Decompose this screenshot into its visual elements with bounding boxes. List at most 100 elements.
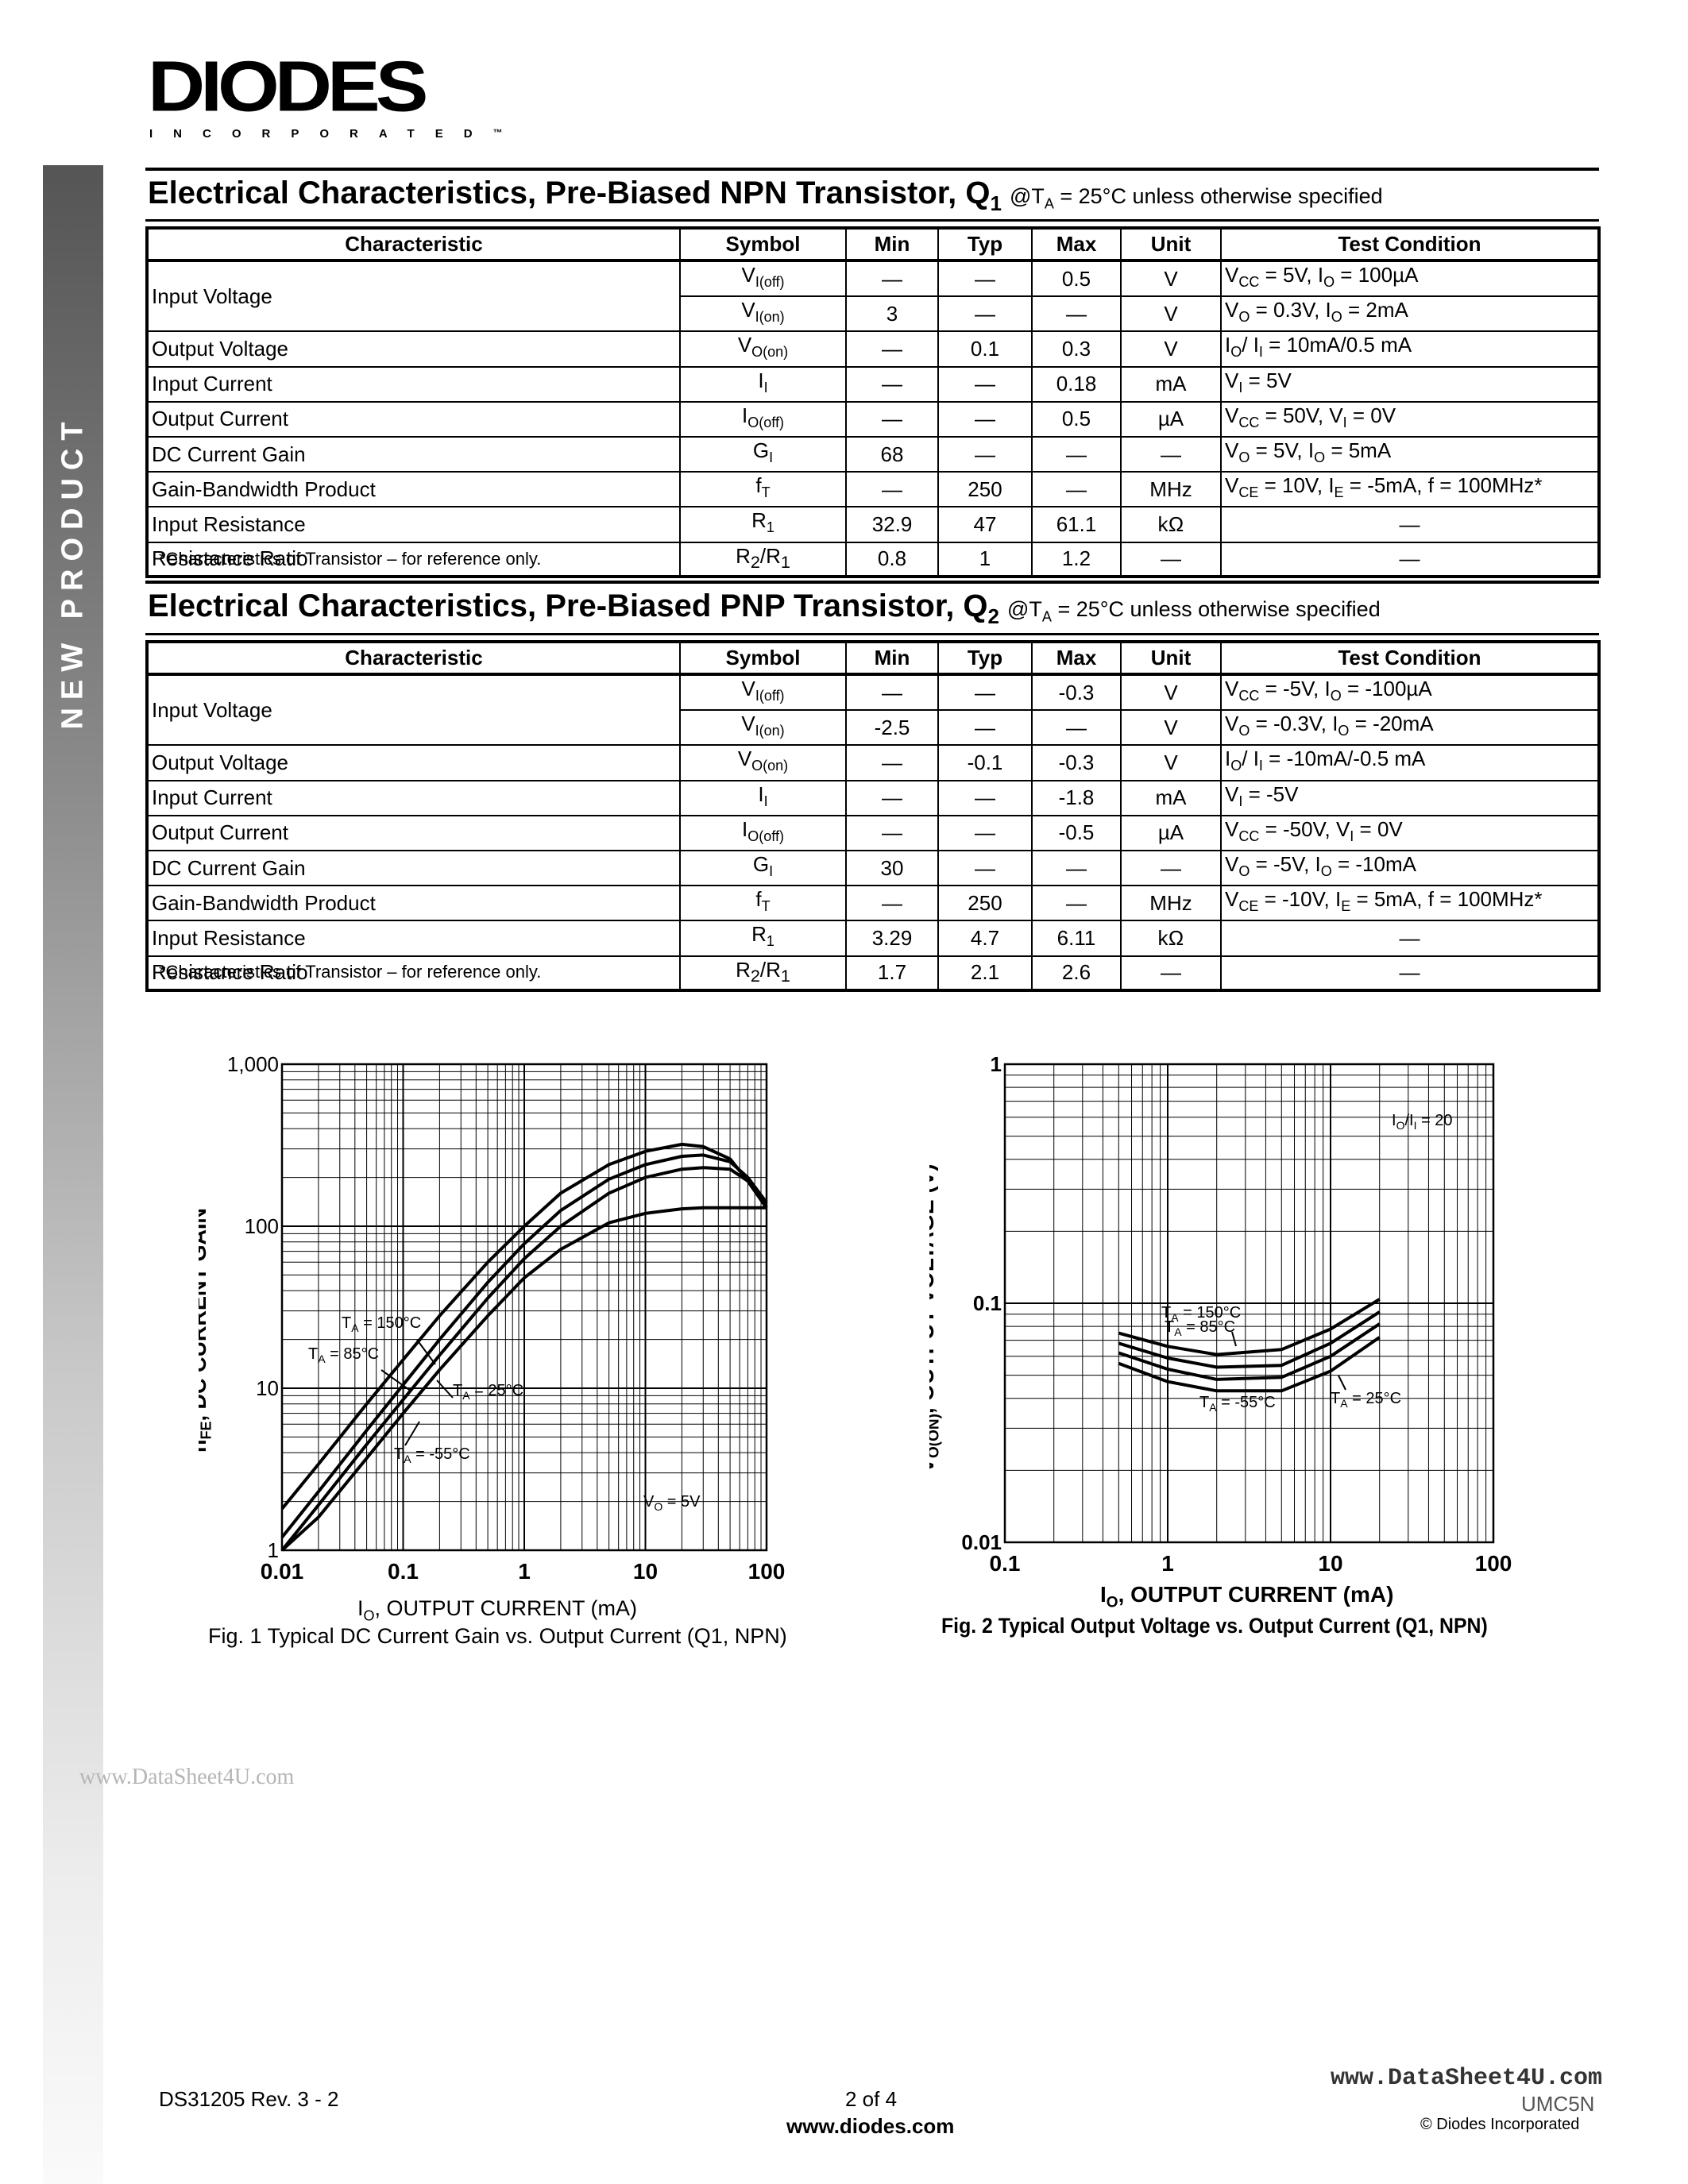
website-link[interactable]: www.diodes.com <box>786 2114 955 2138</box>
typ-cell: 4.7 <box>937 920 1033 957</box>
typ-cell: — <box>937 365 1033 403</box>
plot-frame <box>280 1063 768 1552</box>
min-cell: 0.8 <box>845 541 939 577</box>
typ-cell: — <box>937 259 1033 298</box>
x-axis-label: IO, OUTPUT CURRENT (mA) <box>357 1596 637 1623</box>
sidebar-band <box>43 165 103 2184</box>
max-cell: — <box>1031 295 1122 333</box>
max-cell: -1.8 <box>1031 779 1122 816</box>
page-number: 2 of 4 <box>845 2087 898 2111</box>
min-cell: — <box>845 885 939 922</box>
column-header: Symbol <box>679 227 847 262</box>
unit-cell: V <box>1120 330 1222 368</box>
symbol-cell: VO(on) <box>679 330 847 368</box>
label-pointer <box>404 1421 420 1446</box>
x-tick-label: 100 <box>1475 1551 1512 1576</box>
unit-cell: — <box>1120 541 1222 577</box>
column-header: Test Condition <box>1220 641 1600 676</box>
label-pointer <box>416 1339 436 1365</box>
typ-cell: — <box>937 709 1033 747</box>
series-line <box>280 1153 768 1539</box>
x-tick-label: 0.1 <box>990 1551 1021 1576</box>
symbol-cell: VI(off) <box>679 259 847 298</box>
max-cell: — <box>1031 885 1122 922</box>
characteristic-cell: Gain-Bandwidth Product <box>146 885 681 922</box>
y-tick-label: 0.1 <box>973 1291 1002 1315</box>
x-tick-label: 10 <box>1318 1551 1342 1576</box>
symbol-cell: GI <box>679 435 847 473</box>
x-tick-label: 100 <box>748 1559 786 1584</box>
min-cell: — <box>845 259 939 298</box>
test-condition-cell: VO = -0.3V, IO = -20mA <box>1220 709 1600 747</box>
test-condition-cell: IO/ II = 10mA/0.5 mA <box>1220 330 1600 368</box>
characteristic-cell: Output Voltage <box>146 744 681 781</box>
max-cell: 2.6 <box>1031 955 1122 991</box>
test-condition-cell: VCC = 50V, VI = 0V <box>1220 400 1600 438</box>
min-cell: 30 <box>845 849 939 887</box>
column-header: Typ <box>937 641 1033 676</box>
unit-cell: mA <box>1120 365 1222 403</box>
characteristic-cell: Output Voltage <box>146 330 681 368</box>
column-header: Max <box>1031 641 1122 676</box>
unit-cell: µA <box>1120 814 1222 851</box>
copyright: © Diodes Incorporated <box>1420 2116 1580 2133</box>
column-header: Test Condition <box>1220 227 1600 262</box>
section-rule <box>145 168 1599 171</box>
series-line <box>280 1166 768 1552</box>
unit-cell: µA <box>1120 400 1222 438</box>
series-label: TA = 25°C <box>1331 1390 1401 1410</box>
watermark-site: www.DataSheet4U.com <box>1331 2065 1603 2092</box>
doc-number: DS31205 Rev. 3 - 2 <box>159 2087 339 2111</box>
symbol-cell: II <box>679 365 847 403</box>
series-line <box>1118 1336 1381 1393</box>
y-axis-label: VO(ON), OUTPUT VOLTAGE (V) <box>929 1163 943 1472</box>
column-header: Characteristic <box>146 641 681 676</box>
column-header: Typ <box>937 227 1033 262</box>
test-condition-cell: VO = -5V, IO = -10mA <box>1220 849 1600 887</box>
max-cell: — <box>1031 471 1122 508</box>
x-tick-label: 1 <box>518 1559 531 1584</box>
typ-cell: 2.1 <box>937 955 1033 991</box>
logo-wordmark: DIODES <box>148 46 428 127</box>
sidebar-label: NEW PRODUCT <box>56 414 90 730</box>
series-label: TA = 150°C <box>1161 1304 1241 1324</box>
test-condition-cell: — <box>1220 955 1600 991</box>
unit-cell: V <box>1120 295 1222 333</box>
characteristic-cell: Input Voltage <box>146 673 681 747</box>
series-label: TA = 85°C <box>1165 1318 1235 1338</box>
grid <box>281 1063 767 1551</box>
column-header: Unit <box>1120 227 1222 262</box>
typ-cell: 1 <box>937 541 1033 577</box>
symbol-cell: VI(off) <box>679 673 847 712</box>
min-cell: 3.29 <box>845 920 939 957</box>
characteristic-cell: Input Current <box>146 365 681 403</box>
max-cell: 0.5 <box>1031 259 1122 298</box>
unit-cell: V <box>1120 673 1222 712</box>
column-header: Characteristic <box>146 227 681 262</box>
series-line <box>1118 1310 1381 1369</box>
test-condition-cell: VCC = -50V, VI = 0V <box>1220 814 1600 851</box>
label-pointer <box>380 1369 412 1392</box>
min-cell: — <box>845 673 939 712</box>
series-label: TA = 150°C <box>342 1314 421 1334</box>
unit-cell: — <box>1120 849 1222 887</box>
characteristic-cell: Input Current <box>146 779 681 816</box>
min-cell: — <box>845 471 939 508</box>
series-label: TA = -55°C <box>1199 1394 1276 1414</box>
min-cell: — <box>845 365 939 403</box>
typ-cell: -0.1 <box>937 744 1033 781</box>
symbol-cell: R2/R1 <box>679 955 847 991</box>
column-header: Min <box>845 227 939 262</box>
